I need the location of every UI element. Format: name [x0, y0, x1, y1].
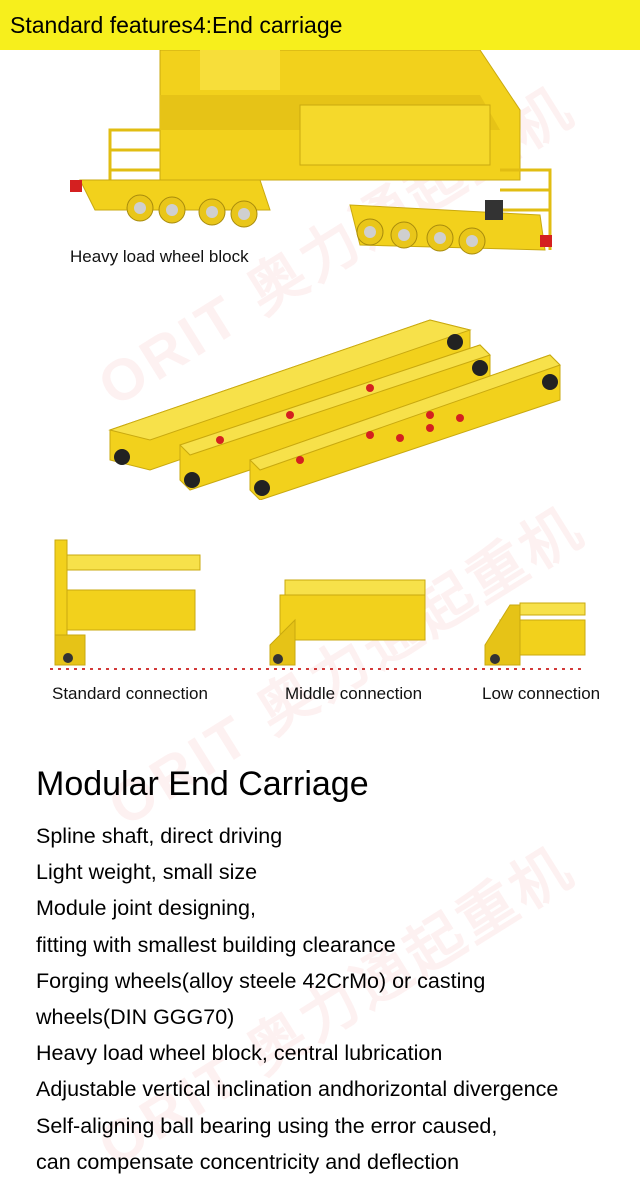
feature-item: Forging wheels(alloy steele 42CrMo) or c… — [36, 968, 486, 993]
feature-item: Module joint designing, — [36, 896, 256, 921]
page-title: Standard features4:End carriage — [10, 12, 343, 38]
feature-item: can compensate concentricity and deflect… — [36, 1149, 460, 1174]
feature-item: fitting with smallest building clearance — [36, 932, 396, 957]
feature-item: Adjustable vertical inclination andhoriz… — [36, 1077, 559, 1102]
feature-item: Spline shaft, direct driving — [36, 824, 283, 848]
feature-item: wheels(DIN GGG70) — [36, 1005, 235, 1030]
wheel-block-caption: Heavy load wheel block — [70, 247, 249, 266]
header-bar: Standard features4:End carriage — [0, 0, 640, 50]
connection-types-illustration — [50, 539, 586, 670]
end-carriage-beams-illustration — [108, 319, 561, 500]
crane-wheel-block-illustration — [70, 50, 552, 255]
connection-label-standard: Standard connection — [52, 684, 208, 703]
connection-label-low: Low connection — [482, 684, 601, 703]
feature-item: Self-aligning ball bearing using the err… — [36, 1113, 498, 1138]
feature-list: Spline shaft, direct driving Light weigh… — [36, 818, 636, 1180]
feature-item: Heavy load wheel block, central lubricat… — [36, 1041, 443, 1066]
feature-item: Light weight, small size — [36, 860, 258, 885]
connection-label-middle: Middle connection — [285, 684, 423, 703]
section-title: Modular End Carriage — [36, 765, 369, 803]
